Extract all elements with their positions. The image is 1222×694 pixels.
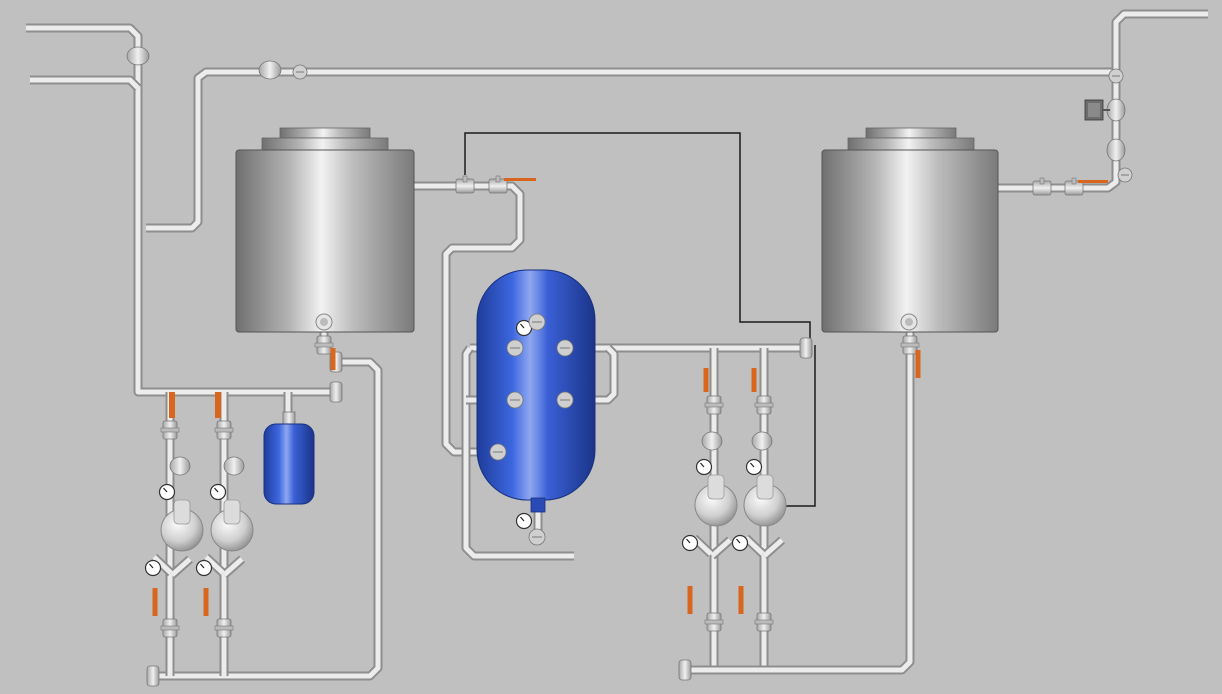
inline-valve[interactable] — [704, 395, 724, 415]
pressure-gauge — [515, 512, 533, 530]
inline-valve[interactable] — [214, 420, 234, 440]
pipe — [996, 72, 1121, 193]
ball-valve[interactable] — [556, 339, 574, 357]
pressure-gauge — [681, 534, 699, 552]
pipe-flange — [678, 659, 692, 681]
valve-handle[interactable] — [703, 368, 709, 392]
filter-vessel[interactable] — [476, 269, 596, 501]
pipe-network — [26, 9, 1208, 681]
pump-1[interactable] — [160, 499, 204, 552]
valve-handle[interactable] — [203, 588, 209, 616]
check-valve[interactable] — [701, 431, 723, 451]
valve-handle[interactable] — [915, 350, 921, 378]
valve-handle[interactable] — [169, 392, 175, 418]
ball-valve[interactable] — [528, 528, 546, 546]
ball-valve[interactable] — [1108, 68, 1124, 84]
valve-actuator[interactable] — [1084, 99, 1110, 121]
pipe-flange — [799, 337, 813, 359]
signal-wires — [464, 132, 816, 507]
ball-valve[interactable] — [1117, 167, 1133, 183]
inline-valve[interactable] — [1064, 177, 1084, 196]
check-valve[interactable] — [751, 431, 773, 451]
y-strainer — [202, 553, 245, 579]
pump-3[interactable] — [694, 474, 738, 527]
pressure-gauge — [515, 319, 533, 337]
pipe-core — [463, 346, 574, 559]
pressure-gauge — [695, 458, 713, 476]
valve-handle[interactable] — [215, 392, 221, 418]
storage-tank-left[interactable] — [235, 127, 415, 333]
check-valve[interactable] — [169, 456, 191, 476]
pipe-core — [412, 183, 530, 455]
ball-valve[interactable] — [506, 339, 524, 357]
pressure-gauge — [144, 559, 162, 577]
y-strainer — [742, 534, 785, 560]
valve-handle[interactable] — [751, 368, 757, 392]
tank-outlet — [315, 313, 333, 331]
pipe — [1111, 9, 1208, 72]
pump-4[interactable] — [743, 474, 787, 527]
pipe-core — [30, 77, 140, 90]
storage-tank-right[interactable] — [821, 127, 999, 333]
pump-2[interactable] — [210, 499, 254, 552]
valve-handle[interactable] — [152, 588, 158, 616]
inline-valve[interactable] — [455, 175, 475, 194]
inline-valve[interactable] — [1032, 177, 1052, 196]
y-strainer — [150, 553, 193, 579]
inline-valve[interactable] — [704, 612, 724, 632]
inline-valve[interactable] — [754, 395, 774, 415]
pipe-core — [152, 359, 381, 679]
inline-valve[interactable] — [488, 175, 508, 194]
pressure-gauge — [209, 483, 227, 501]
ball-valve[interactable] — [528, 313, 546, 331]
inline-valve[interactable] — [900, 335, 920, 355]
ball-valve[interactable] — [506, 391, 524, 409]
valve-handle[interactable] — [738, 586, 744, 614]
vessel-drain — [530, 497, 546, 513]
ball-valve[interactable] — [556, 391, 574, 409]
expansion-tank[interactable] — [263, 411, 315, 505]
pressure-gauge — [158, 483, 176, 501]
check-valve[interactable] — [126, 46, 150, 66]
pressure-gauge — [731, 534, 749, 552]
pressure-gauge — [745, 458, 763, 476]
inline-valve[interactable] — [754, 612, 774, 632]
pipe-core — [26, 25, 334, 395]
inline-valve[interactable] — [160, 420, 180, 440]
pressure-gauge — [195, 559, 213, 577]
pipe-core — [684, 326, 913, 673]
ball-valve[interactable] — [489, 443, 507, 461]
valve-handle[interactable] — [504, 178, 536, 181]
valve-handle[interactable] — [330, 348, 336, 370]
inline-valve[interactable] — [214, 618, 234, 638]
equipment-layer — [126, 46, 1133, 687]
pipe-flange — [329, 381, 343, 403]
check-valve[interactable] — [258, 60, 282, 80]
pipe-core — [1113, 11, 1208, 72]
tank-outlet — [900, 313, 918, 331]
inline-valve[interactable] — [314, 335, 334, 355]
inline-valve[interactable] — [160, 618, 180, 638]
check-valve[interactable] — [223, 456, 245, 476]
pipe-core — [996, 72, 1119, 191]
valve-handle[interactable] — [687, 586, 693, 614]
ball-valve[interactable] — [292, 64, 308, 80]
pipe-core — [146, 69, 1112, 231]
check-valve[interactable] — [1106, 138, 1126, 162]
pipe-flange — [146, 665, 160, 687]
valve-handle[interactable] — [1078, 180, 1108, 183]
